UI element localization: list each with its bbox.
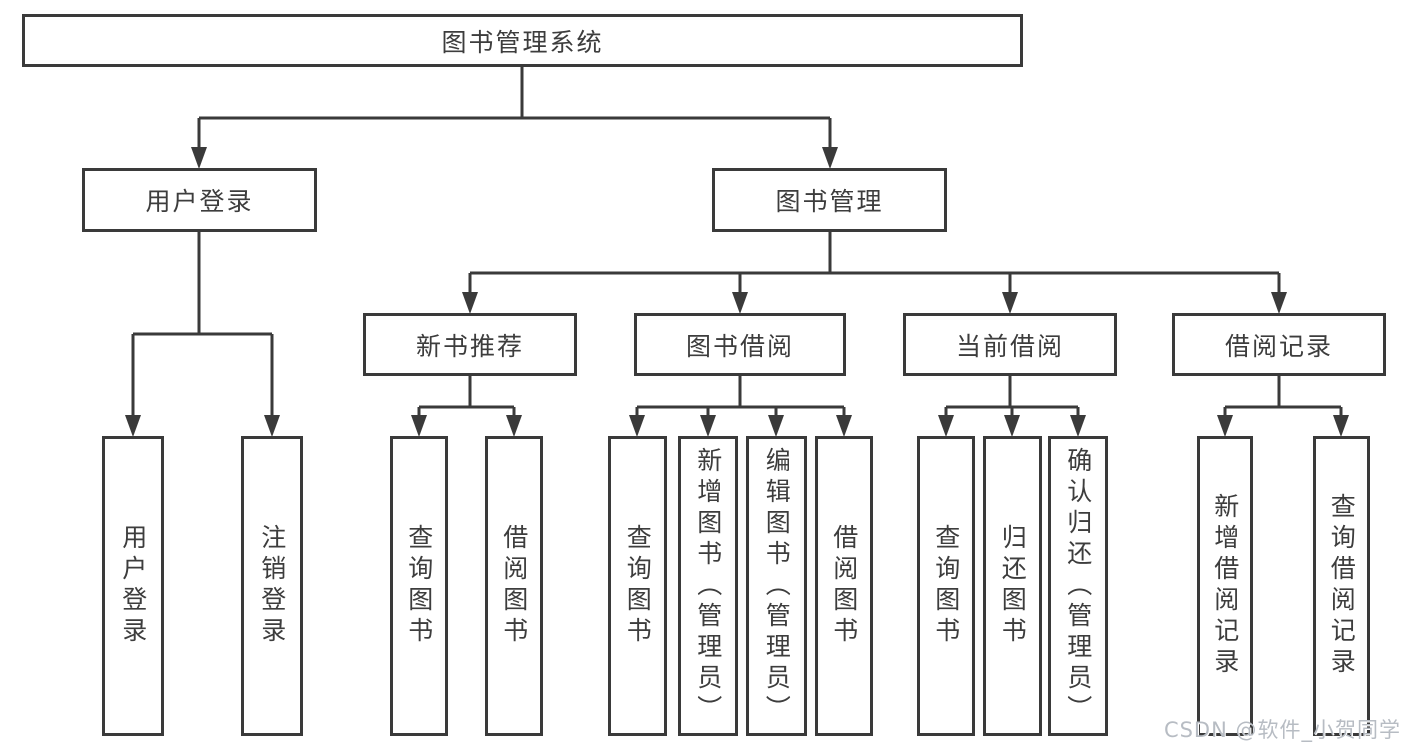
node-label: 查询图书	[623, 524, 653, 648]
arrowhead	[1271, 292, 1287, 314]
node-leaf-add-borrow-record: 新增借阅记录	[1197, 436, 1253, 736]
node-book-borrowing: 图书借阅	[634, 313, 846, 376]
node-label: 借阅图书	[829, 524, 859, 648]
node-leaf-confirm-return-admin: 确认归还（管理员）	[1048, 436, 1108, 736]
arrowhead	[1070, 415, 1086, 437]
node-leaf-query-books-current: 查询图书	[917, 436, 975, 736]
node-label: 借阅记录	[1224, 331, 1333, 361]
node-label: 编辑图书（管理员）	[762, 446, 792, 726]
node-label: 用户登录	[118, 524, 148, 648]
arrowhead	[768, 415, 784, 437]
node-label: 借阅图书	[499, 524, 529, 648]
arrowhead	[629, 415, 645, 437]
arrowhead	[191, 147, 207, 169]
node-leaf-borrow-books: 借阅图书	[815, 436, 873, 736]
node-label: 新增借阅记录	[1210, 493, 1240, 679]
arrowhead	[1333, 415, 1349, 437]
node-label: 查询图书	[931, 524, 961, 648]
node-new-book-recommend: 新书推荐	[363, 313, 577, 376]
node-label: 图书管理	[775, 187, 884, 216]
node-user-login-branch: 用户登录	[82, 168, 317, 232]
node-label: 图书管理系统	[441, 27, 604, 57]
node-label: 注销登录	[257, 524, 287, 648]
arrowhead	[700, 415, 716, 437]
node-label: 新书推荐	[415, 331, 524, 361]
arrowhead	[264, 415, 280, 437]
arrowhead	[506, 415, 522, 437]
node-leaf-logout: 注销登录	[241, 436, 303, 736]
arrowhead	[938, 415, 954, 437]
csdn-watermark: CSDN @软件_小贺同学	[1163, 718, 1401, 742]
node-book-management: 图书管理	[712, 168, 947, 232]
node-label: 新增图书（管理员）	[693, 446, 723, 726]
node-label: 图书借阅	[685, 331, 794, 361]
arrowhead	[1004, 415, 1020, 437]
node-leaf-user-login: 用户登录	[102, 436, 164, 736]
node-current-borrowing: 当前借阅	[903, 313, 1117, 376]
node-label: 确认归还（管理员）	[1063, 446, 1093, 726]
arrowhead	[1002, 292, 1018, 314]
node-leaf-query-books-borrow: 查询图书	[608, 436, 667, 736]
node-leaf-borrow-books-recommend: 借阅图书	[485, 436, 543, 736]
arrowhead	[1217, 415, 1233, 437]
node-leaf-return-books: 归还图书	[983, 436, 1042, 736]
arrowhead	[125, 415, 141, 437]
arrowhead	[822, 147, 838, 169]
node-leaf-edit-books-admin: 编辑图书（管理员）	[746, 436, 807, 736]
arrowhead	[732, 292, 748, 314]
node-leaf-add-books-admin: 新增图书（管理员）	[678, 436, 738, 736]
node-label: 查询借阅记录	[1327, 493, 1357, 679]
node-leaf-query-books-recommend: 查询图书	[390, 436, 448, 736]
node-leaf-query-borrow-record: 查询借阅记录	[1313, 436, 1370, 736]
node-borrowing-records: 借阅记录	[1172, 313, 1386, 376]
node-label: 查询图书	[404, 524, 434, 648]
node-root-system: 图书管理系统	[22, 14, 1023, 67]
node-label: 归还图书	[998, 524, 1028, 648]
arrowhead	[462, 292, 478, 314]
arrowhead	[411, 415, 427, 437]
node-label: 当前借阅	[955, 331, 1064, 361]
arrowhead	[836, 415, 852, 437]
node-label: 用户登录	[145, 187, 254, 216]
